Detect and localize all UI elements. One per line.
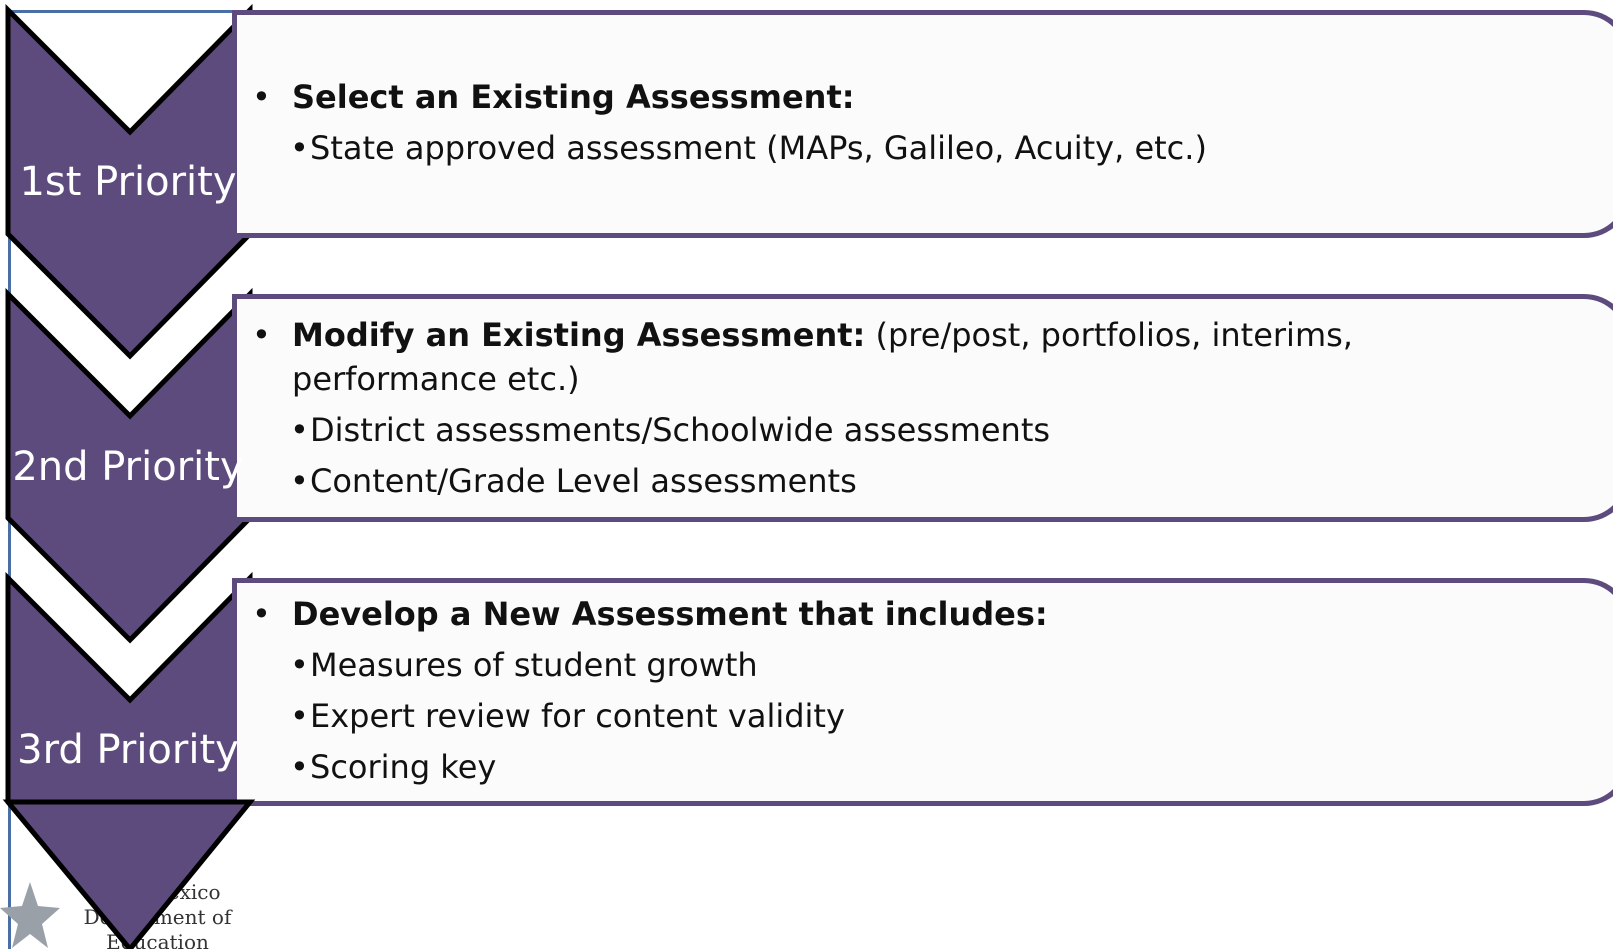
step-3-item-2: •Expert review for content validity [290, 697, 845, 735]
department-logo: New Mexico Department of Education [0, 880, 270, 949]
logo-text: New Mexico Department of Education [83, 880, 232, 949]
step-1-text: •Select an Existing Assessment: •State a… [252, 75, 1562, 170]
step-3-text: •Develop a New Assessment that includes:… [252, 592, 1562, 789]
step-3-item-3: •Scoring key [290, 748, 497, 786]
step-2-box [232, 294, 1613, 522]
chevron-column [5, 3, 253, 949]
step-3-label: 3rd Priority [17, 727, 239, 773]
step-2-text: •Modify an Existing Assessment: (pre/pos… [252, 313, 1562, 503]
step-1-item-1: •State approved assessment (MAPs, Galile… [290, 129, 1207, 167]
step-1-label: 1st Priority [19, 159, 237, 205]
step-2-label: 2nd Priority [12, 444, 244, 490]
step-3-heading: •Develop a New Assessment that includes: [252, 595, 1048, 633]
step-2-item-2: •Content/Grade Level assessments [290, 462, 857, 500]
step-3-box [232, 578, 1613, 806]
step-1-heading: •Select an Existing Assessment: [252, 78, 855, 116]
step-1-box [232, 10, 1613, 238]
step-3-item-1: •Measures of student growth [290, 646, 758, 684]
step-2-heading: •Modify an Existing Assessment: (pre/pos… [252, 316, 1353, 398]
step-2-item-1: •District assessments/Schoolwide assessm… [290, 411, 1051, 449]
